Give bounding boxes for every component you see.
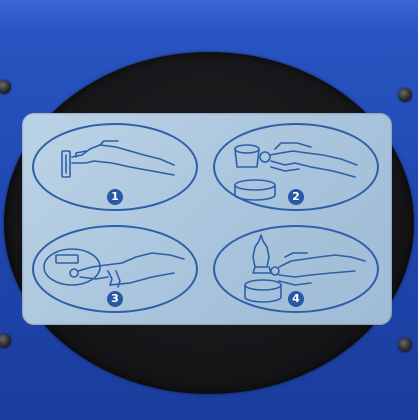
- step-2-number: 2: [288, 189, 304, 205]
- step-3-panel: 3: [32, 225, 198, 313]
- step-4-number: 4: [288, 291, 304, 307]
- step-2-panel: 2: [213, 123, 379, 211]
- screw-top-right: [398, 88, 412, 102]
- instruction-label: 1 2: [22, 113, 392, 325]
- screw-bottom-right: [398, 338, 412, 352]
- step-4-panel: 4: [213, 225, 379, 313]
- step-1-panel: 1: [32, 123, 198, 211]
- panel-top-edge: [0, 0, 418, 30]
- step-3-number: 3: [107, 291, 123, 307]
- step-1-number: 1: [107, 189, 123, 205]
